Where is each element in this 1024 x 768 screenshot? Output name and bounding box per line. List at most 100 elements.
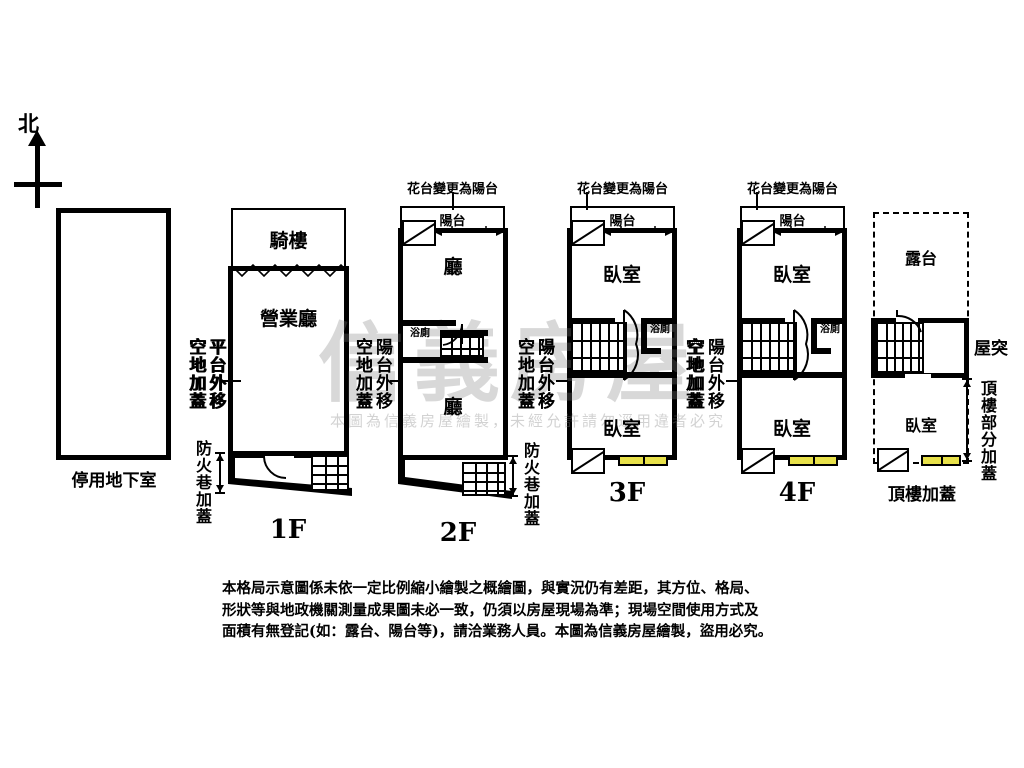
f3-wall-stair-top (567, 318, 615, 324)
f3-bedroom-upper-label: 臥室 (602, 264, 641, 286)
roof-lower-opening (905, 374, 931, 382)
label-vacant-cover-f2-right: 空地加蓋 (514, 338, 534, 410)
f4-callout-flower-balcony: 花台變更為陽台 (747, 182, 839, 197)
f4-wall-bath-bottom (811, 348, 831, 354)
f1-stairs-icon (311, 455, 349, 491)
leader-tick-f1 (222, 380, 234, 382)
f1-arcade-label: 騎樓 (269, 230, 308, 252)
f4-stairs-icon (741, 322, 797, 372)
f4-balcony-label: 陽台 (779, 214, 806, 229)
f4-wall-bath-top (811, 318, 847, 324)
f3-wall-bath-side (641, 318, 647, 354)
f2-wall-bath-top (398, 320, 456, 326)
label-balcony-shift-f2-right: 陽台外移 (534, 338, 554, 410)
roof-title: 頂樓加蓋 (888, 485, 956, 505)
f2-hall-lower-label: 廳 (443, 396, 463, 418)
basement-outline (56, 208, 171, 460)
roof-door-swing-icon (896, 308, 928, 334)
label-vacant-cover-f4: 空地加蓋 (684, 338, 704, 410)
leader-tick-f4 (726, 380, 738, 382)
f1-fire-lane-dimension (215, 452, 227, 494)
roof-yellow-window-icon (921, 455, 961, 466)
roof-terrace-label: 露台 (904, 249, 937, 268)
f3-callout-leader (586, 192, 588, 210)
disclaimer-text: 本格局示意圖係未依一定比例縮小繪製之概繪圖，與實況仍有差距，其方位、格局、 形狀… (222, 578, 842, 643)
label-platform-shift-f1: 平台外移 (205, 338, 225, 410)
f2-window-icon (402, 220, 436, 246)
f3-bath-label: 浴廁 (650, 324, 670, 335)
f3-window-bottom-icon (571, 448, 605, 474)
f2-stair-wall-top (440, 330, 488, 336)
f4-wall-stair-top (737, 318, 785, 324)
label-balcony-shift-f4: 陽台外移 (704, 338, 724, 410)
f3-callout-flower-balcony: 花台變更為陽台 (577, 182, 669, 197)
north-crossbar (14, 182, 62, 187)
f1-title: 1F (269, 515, 307, 545)
basement-title: 停用地下室 (71, 471, 157, 491)
roof-stairs-icon (876, 322, 924, 373)
f1-business-hall-label: 營業廳 (259, 308, 317, 330)
f2-callout-leader (452, 192, 454, 210)
label-roof-partial-cover: 頂樓部分加蓋 (978, 380, 997, 482)
label-balcony-shift-f2: 陽台外移 (372, 338, 392, 410)
f2-fire-lane-dimension (508, 455, 520, 497)
f2-balcony-arrow-icon (434, 224, 504, 238)
f3-bedroom-lower-label: 臥室 (602, 418, 641, 440)
f3-wall-stair-bottom (567, 372, 677, 378)
f2-stair-wall-bottom (398, 357, 488, 363)
disclaimer-line-2: 形狀等與地政機關測量成果圖未必一致，仍須以房屋現場為準；現場空間使用方式及 (222, 601, 759, 619)
f4-bedroom-upper-label: 臥室 (772, 264, 811, 286)
f4-yellow-window-icon (788, 455, 838, 466)
f3-wall-bath-top (641, 318, 677, 324)
label-vacant-cover-f1-right: 空地加蓋 (352, 338, 372, 410)
f2-callout-flower-balcony: 花台變更為陽台 (407, 182, 499, 197)
f4-balcony-arrow-icon (773, 224, 843, 238)
f1-door-swing-icon (262, 452, 298, 480)
f1-outline (228, 266, 349, 456)
label-roof-bump: 屋突 (974, 339, 1008, 359)
f1-wall-a (228, 452, 264, 458)
roof-window-icon (877, 448, 909, 472)
f3-door-swing-icon (622, 309, 648, 382)
north-label: 北 (18, 111, 39, 136)
label-balcony-shift-f3: 陽台外移 (534, 338, 554, 410)
label-vacant-cover-f3: 空地加蓋 (514, 338, 534, 410)
roof-bedroom-label: 臥室 (904, 416, 937, 435)
label-vacant-cover-f2: 空地加蓋 (352, 338, 372, 410)
f3-yellow-window-icon (618, 455, 668, 466)
f3-wall-bath-bottom (641, 348, 661, 354)
f2-title: 2F (439, 518, 477, 548)
north-arrow-icon: 北 (8, 111, 72, 208)
f4-wall-stair-bottom (737, 372, 847, 378)
f4-window-bottom-icon (741, 448, 775, 474)
f2-bath-label: 浴廁 (410, 328, 430, 339)
f2-stairs-lower-icon (462, 462, 506, 496)
disclaimer-line-3: 面積有無登記(如：露台、陽台等)，請洽業務人員。本圖為信義房屋繪製，盜用必究。 (222, 623, 773, 640)
f4-bedroom-lower-label: 臥室 (772, 418, 811, 440)
f4-wall-bath-side (811, 318, 817, 354)
label-platform-shift-basement: 平台外移 (206, 338, 226, 410)
label-vacant-cover-basement: 空地加蓋 (186, 338, 206, 410)
leader-tick-basement (227, 380, 241, 382)
label-fire-lane-f1: 防火巷加蓋 (193, 440, 212, 525)
f2-bath-door-swing-icon (440, 323, 466, 348)
north-shaft (35, 140, 40, 208)
f3-window-top-icon (571, 220, 605, 246)
label-vacant-cover-f3-right: 空地加蓋 (682, 338, 702, 410)
disclaimer-line-1: 本格局示意圖係未依一定比例縮小繪製之概繪圖，與實況仍有差距，其方位、格局、 (222, 580, 759, 597)
f4-callout-leader (756, 192, 758, 210)
f2-hall-upper-label: 廳 (443, 256, 463, 278)
f4-window-top-icon (741, 220, 775, 246)
f1-awning-zigzag-icon (230, 262, 347, 278)
f2-balcony-label: 陽台 (439, 214, 466, 229)
north-arrowhead (28, 130, 46, 146)
f3-stairs-icon (571, 322, 627, 372)
leader-tick-f2 (390, 380, 402, 382)
f4-bath-label: 浴廁 (820, 324, 840, 335)
f3-title: 3F (608, 478, 646, 508)
leader-tick-f3 (556, 380, 568, 382)
f4-title: 4F (778, 478, 816, 508)
label-vacant-cover-f1: 空地加蓋 (185, 338, 205, 410)
roof-partial-dimension (962, 378, 974, 462)
